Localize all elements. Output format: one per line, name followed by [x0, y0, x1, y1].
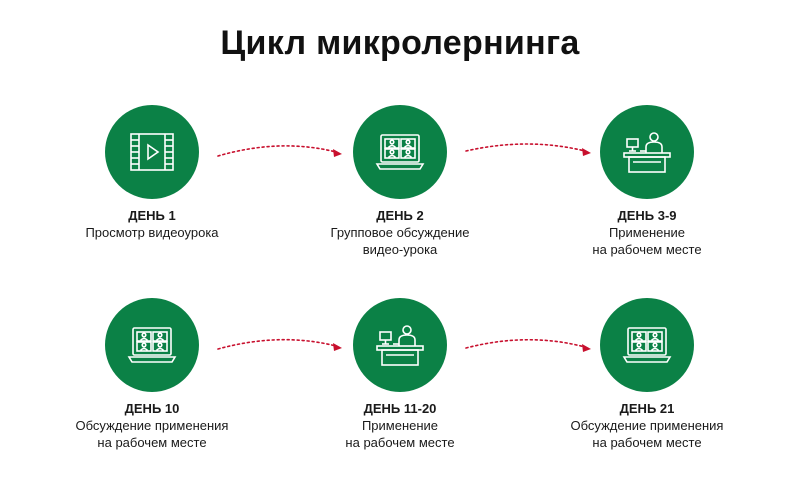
video-conference-icon [375, 134, 425, 170]
step-circle [105, 298, 199, 392]
workplace-desk-icon [623, 132, 671, 173]
step-description: Применение на рабочем месте [345, 418, 455, 450]
arrowhead-4-5 [333, 343, 342, 351]
step-day-label: ДЕНЬ 21 [619, 401, 675, 416]
step-day-label: ДЕНЬ 2 [376, 208, 424, 223]
step-day-label: ДЕНЬ 3-9 [617, 208, 677, 223]
step-description: Групповое обсуждение видео-урока [330, 225, 470, 257]
step-circle [105, 105, 199, 199]
video-conference-icon [127, 327, 177, 363]
video-film-icon [130, 133, 174, 171]
arrow-2-3 [465, 143, 586, 152]
step-description: Обсуждение применения на рабочем месте [75, 418, 229, 450]
step-day-label: ДЕНЬ 10 [124, 401, 180, 416]
arrowhead-2-3 [582, 148, 591, 156]
workplace-desk-icon [376, 325, 424, 366]
step-description: Обсуждение применения на рабочем месте [570, 418, 724, 450]
video-conference-icon [622, 327, 672, 363]
arrowhead-5-6 [582, 344, 591, 352]
step-description: Применение на рабочем месте [592, 225, 702, 257]
arrow-1-2 [217, 145, 337, 157]
step-day-label: ДЕНЬ 11-20 [363, 401, 437, 416]
step-description: Просмотр видеоурока [85, 225, 219, 240]
step-circle [600, 298, 694, 392]
step-circle [353, 105, 447, 199]
arrow-4-5 [217, 338, 337, 350]
step-circle [353, 298, 447, 392]
arrow-5-6 [465, 338, 586, 349]
step-circle [600, 105, 694, 199]
page-title: Цикл микролернинга [220, 24, 580, 62]
arrowhead-1-2 [333, 149, 342, 157]
step-day-label: ДЕНЬ 1 [128, 208, 176, 223]
